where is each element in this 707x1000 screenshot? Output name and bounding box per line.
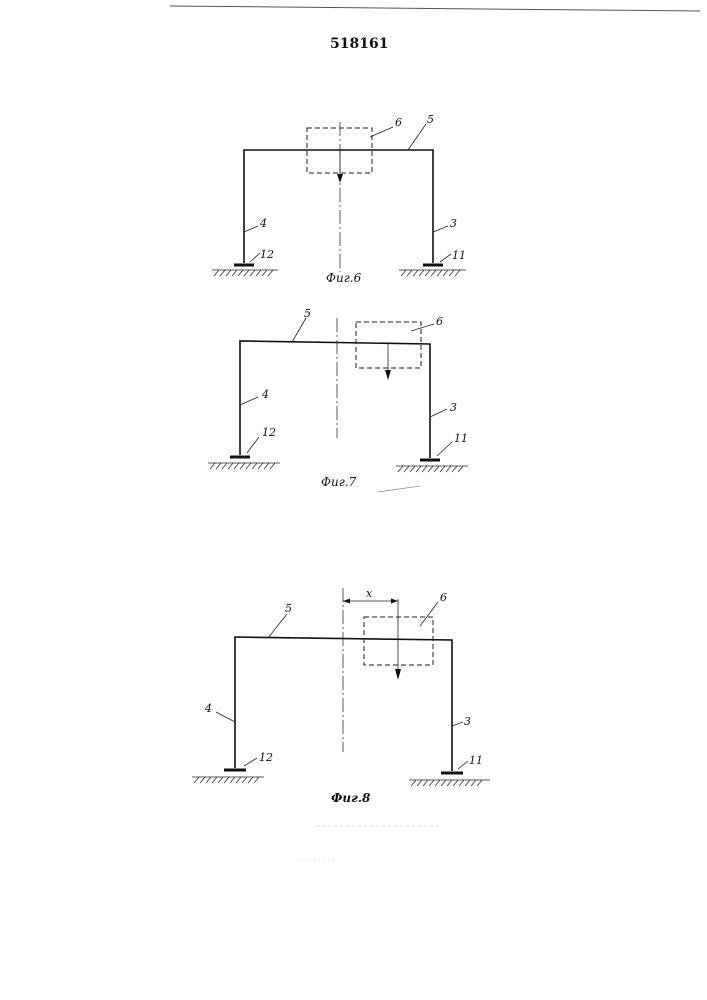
label-4-fig6: 4 [259, 217, 267, 230]
label-11-fig6: 11 [452, 249, 466, 262]
leader-12-fig8 [244, 758, 257, 766]
leader-12-fig7 [247, 437, 259, 453]
caption-fig6: Фиг.6 [326, 271, 362, 285]
load-arrowhead-fig8 [395, 669, 401, 680]
label-4-fig8: 4 [204, 702, 212, 715]
load-box-fig8 [364, 617, 433, 665]
leader-4-fig7 [240, 397, 258, 405]
leader-5-fig6 [408, 124, 426, 150]
label-3-fig8: 3 [464, 715, 471, 728]
figure-8: x 5 6 4 3 12 [192, 587, 490, 805]
label-6-fig8: 6 [440, 591, 447, 604]
label-x-fig8: x [366, 587, 373, 600]
hatch-left-fig6 [214, 270, 273, 276]
caption-fig8: Фиг.8 [331, 791, 371, 805]
leader-11-fig6 [440, 254, 451, 262]
leader-11-fig8 [458, 761, 468, 769]
scan-mark [378, 486, 420, 492]
label-4-fig7: 4 [261, 388, 269, 401]
leader-5-fig7 [292, 318, 306, 342]
label-3-fig7: 3 [450, 401, 457, 414]
label-6-fig7: 6 [436, 315, 443, 328]
label-5-fig7: 5 [304, 307, 311, 320]
leader-6-fig7 [411, 324, 434, 331]
leader-12-fig6 [250, 253, 260, 262]
caption-fig7: Фиг.7 [321, 475, 357, 489]
leader-3-fig8 [452, 722, 463, 726]
leader-3-fig7 [430, 409, 447, 417]
load-box-fig7 [356, 322, 421, 368]
label-5-fig8: 5 [285, 602, 292, 615]
label-12-fig7: 12 [262, 426, 276, 439]
leader-11-fig7 [437, 442, 452, 456]
label-3-fig6: 3 [450, 217, 457, 230]
hatch-right-fig8 [411, 780, 482, 786]
figure-6: 6 5 4 3 12 11 Фиг.6 [212, 113, 466, 285]
leader-3-fig6 [433, 226, 448, 232]
label-11-fig8: 11 [469, 754, 483, 767]
patent-number: 518161 [330, 36, 388, 52]
leader-5-fig8 [268, 614, 287, 638]
frame-fig6 [244, 150, 433, 263]
label-12-fig6: 12 [260, 248, 274, 261]
leader-6-fig8 [420, 602, 438, 626]
leader-6-fig6 [370, 127, 393, 137]
hatch-right-fig7 [398, 466, 463, 472]
top-rule [170, 6, 700, 11]
label-6-fig6: 6 [395, 116, 402, 129]
load-arrowhead-fig6 [337, 174, 343, 183]
load-arrowhead-fig7 [385, 370, 391, 380]
hatch-right-fig6 [401, 270, 460, 276]
label-12-fig8: 12 [259, 751, 273, 764]
label-5-fig6: 5 [427, 113, 434, 126]
leader-4-fig6 [244, 226, 258, 232]
figure-7: 5 6 4 3 12 11 Фиг.7 [208, 307, 468, 489]
dimension-arrow-left-fig8 [343, 599, 350, 604]
label-11-fig7: 11 [454, 432, 468, 445]
leader-4-fig8 [216, 712, 235, 722]
hatch-left-fig8 [194, 777, 259, 783]
dimension-arrow-right-fig8 [391, 599, 398, 604]
hatch-left-fig7 [210, 463, 275, 469]
